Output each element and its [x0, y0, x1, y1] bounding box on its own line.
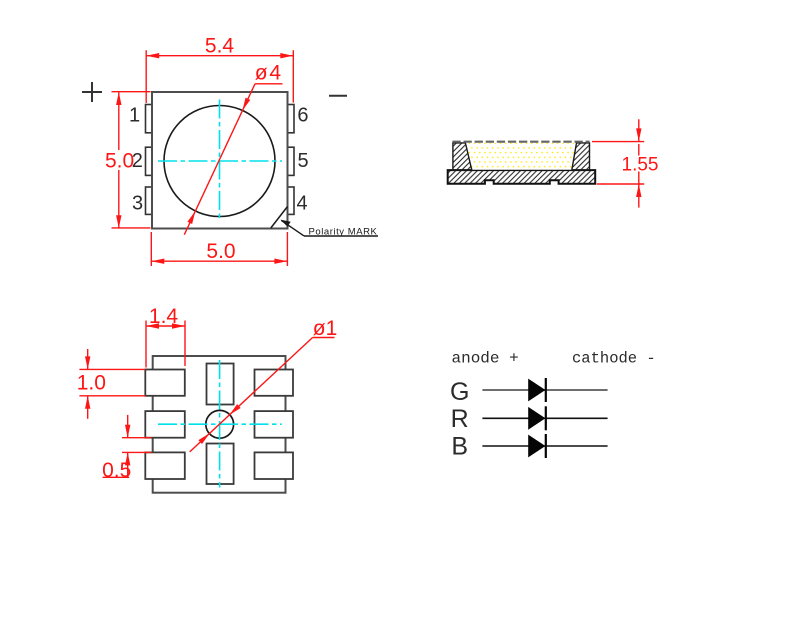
svg-text:1.4: 1.4 [149, 305, 179, 328]
svg-text:G: G [450, 378, 469, 406]
svg-text:1.55: 1.55 [622, 155, 659, 176]
svg-text:5: 5 [297, 150, 308, 172]
svg-text:6: 6 [297, 105, 308, 127]
svg-text:2: 2 [132, 150, 143, 172]
svg-text:3: 3 [132, 193, 143, 215]
svg-text:5.4: 5.4 [205, 35, 235, 58]
svg-text:1.0: 1.0 [77, 372, 106, 395]
svg-text:R: R [451, 405, 469, 433]
svg-text:5.0: 5.0 [105, 149, 134, 172]
svg-text:B: B [451, 433, 468, 461]
svg-text:0.5: 0.5 [102, 459, 131, 482]
svg-text:Polarity MARK: Polarity MARK [309, 227, 378, 238]
svg-text:ø4: ø4 [255, 62, 283, 85]
svg-text:4: 4 [297, 193, 308, 215]
svg-text:1: 1 [129, 105, 140, 127]
svg-text:ø1: ø1 [313, 317, 338, 340]
svg-text:anode +: anode + [452, 349, 519, 367]
svg-text:cathode -: cathode - [572, 349, 656, 367]
svg-text:5.0: 5.0 [206, 240, 235, 263]
